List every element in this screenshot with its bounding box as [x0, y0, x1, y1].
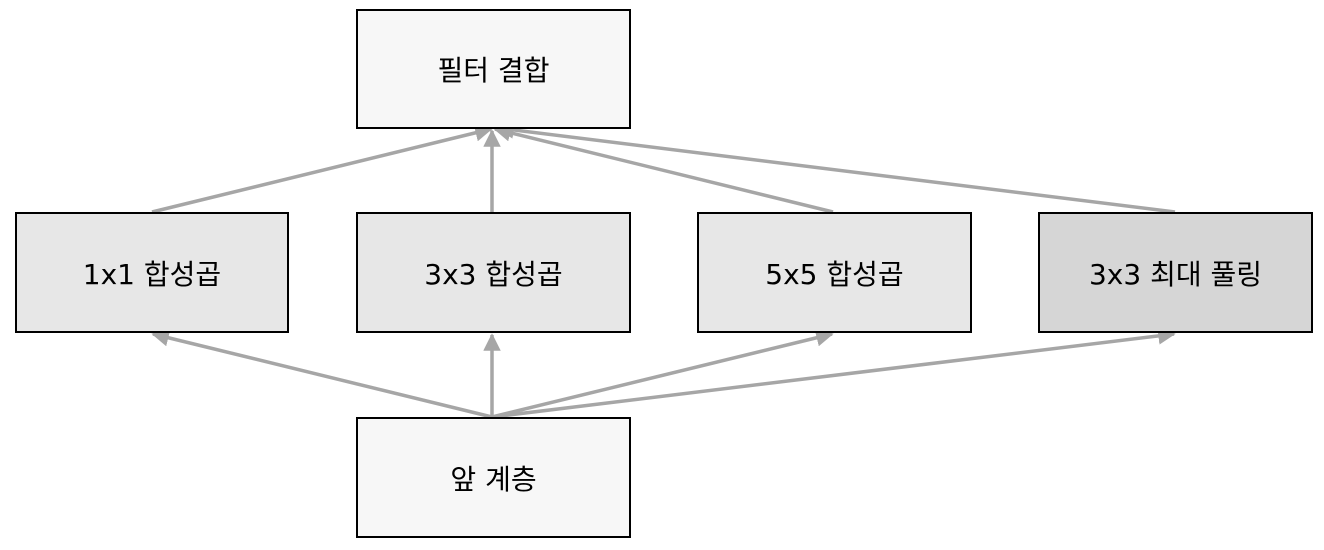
branch-label-conv1x1: 1x1 합성곱 — [82, 257, 222, 291]
arrow-maxpool-to-concat — [496, 121, 1176, 214]
branch-node-conv1x1: 1x1 합성곱 — [15, 212, 289, 333]
branch-label-conv5x5: 5x5 합성곱 — [765, 257, 904, 291]
arrow-conv5x5-to-concat — [493, 124, 834, 214]
filter-concat-node: 필터 결합 — [356, 9, 631, 129]
previous-layer-label: 앞 계층 — [450, 462, 537, 496]
branch-label-maxpool3x3: 3x3 최대 풀링 — [1088, 257, 1263, 291]
arrow-input-to-maxpool — [491, 327, 1176, 419]
filter-concat-label: 필터 결합 — [437, 54, 550, 87]
branch-node-maxpool3x3: 3x3 최대 풀링 — [1038, 212, 1313, 333]
arrow-input-to-conv1x1 — [151, 329, 493, 419]
branch-label-conv3x3: 3x3 합성곱 — [424, 257, 563, 291]
branch-node-conv3x3: 3x3 합성곱 — [356, 212, 631, 333]
previous-layer-node: 앞 계층 — [356, 417, 631, 538]
arrow-input-to-conv5x5 — [491, 329, 834, 419]
branch-node-conv5x5: 5x5 합성곱 — [697, 212, 972, 333]
arrow-conv1x1-to-concat — [151, 124, 493, 214]
